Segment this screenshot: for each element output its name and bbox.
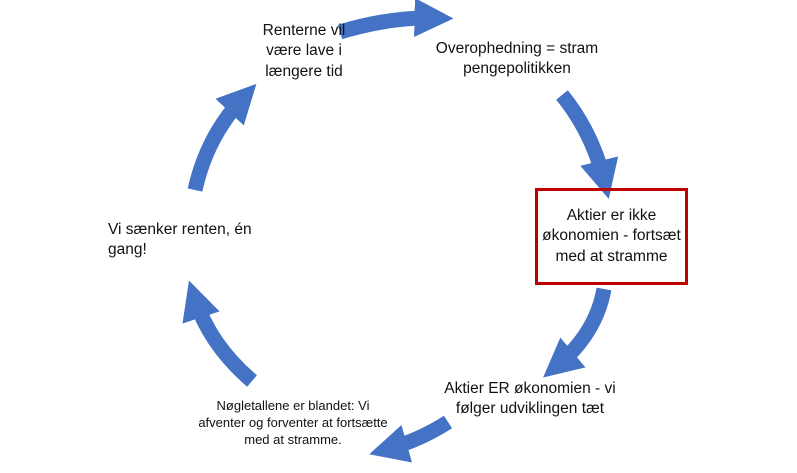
node-stocks-are-economy: Aktier ER økonomien - vi følger udviklin… <box>444 380 616 418</box>
node-low-rates: Renterne vil være lave i længere tid <box>262 22 346 80</box>
node-overheating: Overophedning = stram pengepolitikken <box>435 40 599 78</box>
node-stocks-not-economy: Aktier er ikke økonomien - fortsæt med a… <box>535 188 688 285</box>
arrow-bottomleft-to-left <box>182 280 257 387</box>
arrow-bottomright-to-bottomleft <box>369 415 453 463</box>
node-stocks-not-economy-text: Aktier er ikke økonomien - fortsæt med a… <box>542 206 681 265</box>
arrow-top-to-topright <box>337 0 454 40</box>
arrow-topright-to-box <box>556 90 619 199</box>
arrow-left-to-top <box>187 83 257 192</box>
arrow-box-to-bottomright <box>543 287 612 378</box>
node-rate-cut: Vi sænker renten, én gang! <box>108 221 252 259</box>
node-mixed-data: Nøgletallene er blandet: Vi afventer og … <box>198 398 388 447</box>
